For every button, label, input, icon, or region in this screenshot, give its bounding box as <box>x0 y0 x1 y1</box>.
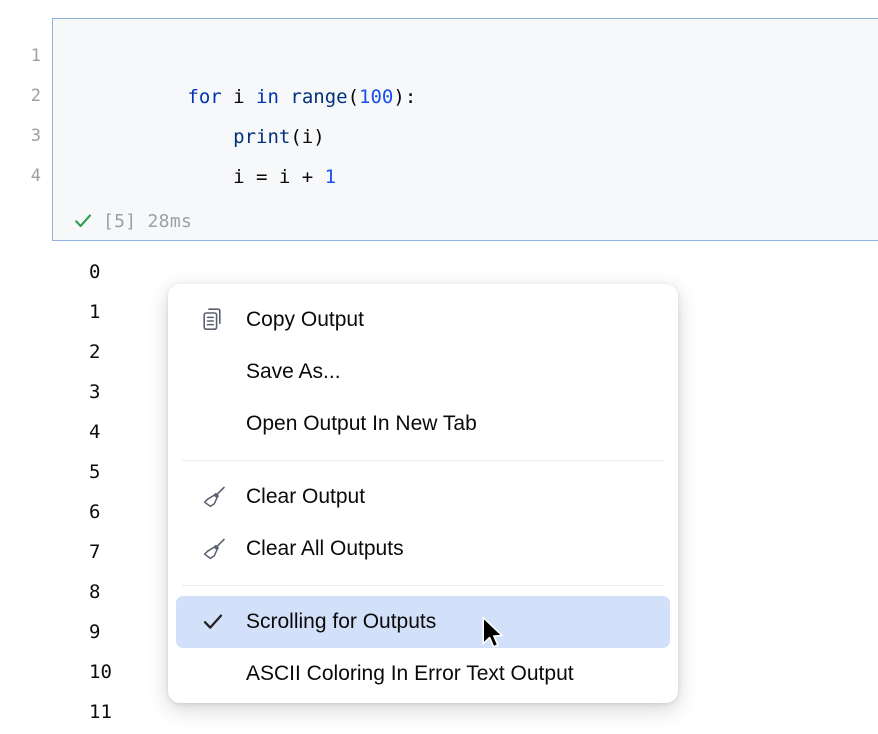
code-token-number: 100 <box>359 86 394 108</box>
code-token-text: ): <box>393 86 417 108</box>
menu-item-scrolling-for-outputs[interactable]: Scrolling for Outputs <box>176 596 670 648</box>
menu-item-ascii-coloring-in-error-text-output[interactable]: ASCII Coloring In Error Text Output <box>176 648 670 700</box>
code-token-function: print <box>233 126 291 148</box>
execution-count-and-duration: [5] 28ms <box>103 210 193 232</box>
code-cell[interactable]: 1 2 3 4 for i in range(100): print(i) i … <box>0 18 878 241</box>
copy-output-icon <box>202 307 232 333</box>
broom-icon <box>202 484 232 510</box>
output-line: 2 <box>89 341 101 363</box>
menu-separator <box>182 460 664 461</box>
output-line: 7 <box>89 541 101 563</box>
broom-icon <box>202 536 232 562</box>
code-token-keyword: in <box>256 86 279 108</box>
line-number: 2 <box>30 86 41 106</box>
code-token-text: i <box>221 86 257 108</box>
code-token-keyword: for <box>187 86 222 108</box>
code-line: for i in range(100): <box>73 37 878 108</box>
menu-item-save-as[interactable]: Save As... <box>176 346 670 398</box>
menu-item-icon-placeholder <box>202 661 232 687</box>
code-token-number: 1 <box>324 166 337 188</box>
cell-output-area[interactable]: 0 1 2 3 4 5 6 7 8 9 10 11 <box>0 252 878 732</box>
code-editor-box[interactable]: for i in range(100): print(i) i = i + 1 … <box>52 18 878 241</box>
output-line: 9 <box>89 621 101 643</box>
menu-item-label: Clear Output <box>246 485 366 508</box>
menu-item-copy-output[interactable]: Copy Output <box>176 294 670 346</box>
menu-separator <box>182 585 664 586</box>
success-check-icon <box>75 214 92 228</box>
menu-item-label: ASCII Coloring In Error Text Output <box>246 662 574 685</box>
checkmark-icon <box>202 609 232 635</box>
code-token-text: (i) <box>290 126 325 148</box>
output-line: 11 <box>89 701 112 723</box>
code-line: print(i) <box>73 77 878 148</box>
output-line: 5 <box>89 461 101 483</box>
line-number: 1 <box>30 46 41 66</box>
output-line: 6 <box>89 501 101 523</box>
code-text-area[interactable]: for i in range(100): print(i) i = i + 1 <box>73 37 878 197</box>
menu-item-label: Scrolling for Outputs <box>246 610 437 633</box>
line-number-gutter: 1 2 3 4 <box>0 18 52 241</box>
output-line: 8 <box>89 581 101 603</box>
menu-item-clear-all-outputs[interactable]: Clear All Outputs <box>176 523 670 575</box>
line-number: 4 <box>30 166 41 186</box>
menu-item-label: Clear All Outputs <box>246 537 404 560</box>
code-token-text <box>279 86 290 108</box>
code-token-text: ( <box>347 86 360 108</box>
output-line: 3 <box>89 381 101 403</box>
cell-execution-status: [5] 28ms <box>73 201 192 241</box>
menu-item-icon-placeholder <box>202 411 232 437</box>
code-token-function: range <box>290 86 348 108</box>
code-token-text <box>187 126 233 148</box>
menu-item-icon-placeholder <box>202 359 232 385</box>
output-context-menu[interactable]: Copy Output Save As... Open Output In Ne… <box>168 284 678 703</box>
output-line: 1 <box>89 301 101 323</box>
menu-item-open-output-in-new-tab[interactable]: Open Output In New Tab <box>176 398 670 450</box>
menu-item-clear-output[interactable]: Clear Output <box>176 471 670 523</box>
menu-item-label: Copy Output <box>246 308 364 331</box>
output-line: 0 <box>89 261 101 283</box>
code-line: i = i + 1 <box>73 117 878 188</box>
output-line: 10 <box>89 661 112 683</box>
code-token-text: i = i + <box>187 166 325 188</box>
menu-item-label: Open Output In New Tab <box>246 412 477 435</box>
output-line: 4 <box>89 421 101 443</box>
line-number: 3 <box>30 126 41 146</box>
menu-item-label: Save As... <box>246 360 341 383</box>
